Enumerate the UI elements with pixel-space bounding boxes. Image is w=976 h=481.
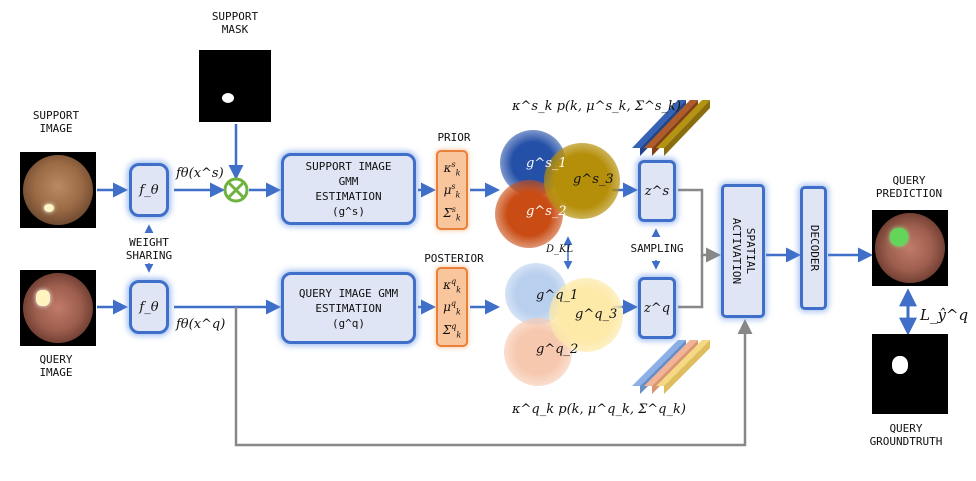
sampling-label: SAMPLING (630, 242, 684, 255)
support-latent-label: z^s (644, 183, 670, 199)
query-prediction-image (872, 210, 948, 286)
support-mask-image (199, 50, 271, 122)
decoder-label: DECODER (807, 224, 821, 272)
loss-label: L_ŷ^q (920, 306, 969, 324)
support-feature-label: fθ(x^s) (176, 166, 224, 181)
query-latent-box: z^q (638, 277, 676, 339)
query-image (20, 270, 96, 346)
query-encoder-block: f_θ (129, 280, 169, 334)
mask-multiply-icon (223, 177, 249, 203)
query-feature-label: fθ(x^q) (176, 317, 226, 332)
posterior-label: POSTERIOR (424, 252, 484, 265)
query-component-3-label: g^q_3 (575, 307, 618, 322)
kl-divergence-label: D_KL (546, 244, 574, 255)
query-component-1-label: g^q_1 (536, 288, 579, 303)
query-latent-stack-icon (632, 340, 710, 394)
support-component-1-label: g^s_1 (526, 156, 567, 171)
support-latent-box: z^s (638, 160, 676, 222)
query-distribution-label: κ^q_k p(k, μ^q_k, Σ^q_k) (512, 402, 686, 417)
prior-label: PRIOR (437, 131, 471, 144)
support-component-3-label: g^s_3 (573, 172, 614, 187)
query-component-3-blob (549, 278, 623, 352)
support-component-3-blob (544, 143, 620, 219)
support-encoder-block: f_θ (129, 163, 169, 217)
support-component-2-label: g^s_2 (526, 204, 567, 219)
query-groundtruth-mask (872, 334, 948, 414)
support-image (20, 152, 96, 228)
query-latent-label: z^q (643, 300, 671, 316)
query-component-2-label: g^q_2 (536, 342, 579, 357)
decoder-block: DECODER (800, 186, 827, 310)
query-encoder-label: f_θ (139, 299, 159, 315)
support-distribution-label: κ^s_k p(k, μ^s_k, Σ^s_k) (512, 99, 681, 114)
support-latent-stack-icon (632, 100, 710, 156)
support-encoder-label: f_θ (139, 182, 159, 198)
